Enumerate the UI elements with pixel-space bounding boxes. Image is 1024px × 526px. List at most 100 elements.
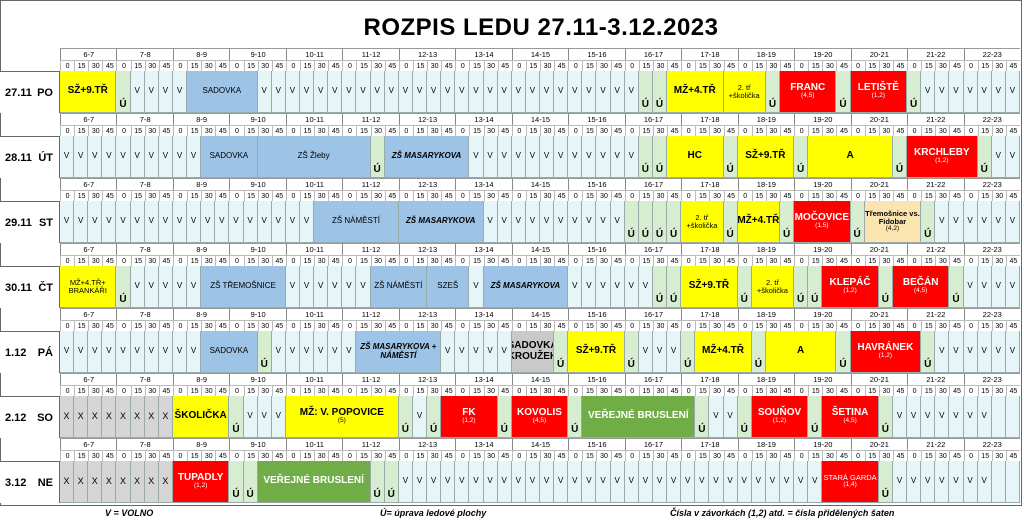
slot-label: Ú	[924, 358, 932, 370]
slot-label: SŽ+9.TŘ	[575, 345, 617, 357]
quarter-label: 45	[271, 450, 286, 461]
slot-label: V	[487, 346, 493, 356]
quarter-label: 30	[88, 450, 103, 461]
free-slot: V	[215, 201, 230, 243]
slot-label: V	[967, 411, 973, 421]
slot-label: V	[685, 476, 691, 486]
slot-label: V	[529, 216, 536, 226]
booking-block: A	[808, 136, 893, 178]
quarter-label: 30	[314, 385, 329, 396]
free-slot: V	[554, 201, 569, 243]
quarter-label: 45	[836, 60, 851, 71]
quarter-label: 30	[370, 320, 385, 331]
quarter-label: 30	[596, 385, 611, 396]
quarter-label: 0	[568, 190, 583, 201]
slot-label: V	[713, 411, 719, 421]
slot-label: V	[995, 346, 1001, 356]
quarter-label: 15	[130, 385, 145, 396]
quarter-label: 45	[441, 320, 456, 331]
free-slot: V	[158, 266, 173, 308]
free-slot: V	[991, 136, 1006, 178]
free-slot: V	[525, 201, 540, 243]
quarter-label: 45	[667, 385, 682, 396]
slot-label: Ú	[232, 488, 240, 500]
quarter-label: 45	[215, 385, 230, 396]
quarter-label: 30	[822, 60, 837, 71]
quarter-label: 45	[780, 255, 795, 266]
maintenance-slot: Ú	[765, 71, 780, 113]
quarter-label: 0	[172, 255, 188, 266]
slot-label: V	[939, 216, 945, 226]
quarter-label: 30	[709, 320, 724, 331]
slot-label: V	[572, 151, 578, 161]
slot-label: X	[120, 410, 127, 421]
booking-block: MOČOVICE(1,5)	[794, 201, 851, 243]
slot-label: SADOVKA	[209, 151, 249, 161]
slot-label: V	[543, 216, 550, 226]
free-slot: V	[935, 461, 950, 503]
hour-label: 12-13	[398, 113, 456, 125]
hour-label: 17-18	[681, 48, 738, 60]
quarter-label: 15	[864, 385, 879, 396]
maintenance-slot: Ú	[497, 396, 512, 438]
slot-label: SŽ+9.TŘ	[688, 280, 730, 292]
free-slot	[1005, 461, 1020, 503]
slot-label: V	[63, 346, 70, 356]
slot-label: Ú	[373, 163, 381, 175]
slot-label: Ú	[881, 293, 889, 305]
quarter-label: 30	[991, 450, 1006, 461]
quarter-label: 15	[751, 320, 766, 331]
booking-block: 2. tř +školička	[751, 266, 795, 308]
free-slot: V	[398, 71, 413, 113]
free-slot: V	[102, 331, 117, 373]
hour-label: 15-16	[568, 438, 625, 450]
slot-label: VEŘEJNÉ BRUSLENÍ	[263, 475, 364, 487]
slot-label: V	[812, 476, 818, 486]
quarter-label: 0	[737, 125, 752, 136]
slot-label: HC	[687, 150, 702, 162]
quarter-label: 45	[892, 125, 908, 136]
slot-label: BEČÁN	[902, 276, 939, 288]
quarter-label: 45	[215, 60, 230, 71]
quarter-label: 0	[850, 385, 865, 396]
slot-label: V	[77, 346, 84, 356]
closed-slot: X	[74, 461, 89, 503]
free-slot: V	[187, 201, 202, 243]
slot-label: V	[586, 216, 592, 226]
quarter-label: 15	[243, 385, 258, 396]
booking-block: MŽ+4.TŘ+ BRANKÁŘI	[60, 266, 117, 308]
quarter-label: 0	[794, 190, 809, 201]
slot-label: ZŠ MASARYKOVA	[405, 216, 476, 226]
free-slot: V	[652, 461, 668, 503]
hour-label: 13-14	[455, 178, 512, 190]
quarter-label: 0	[737, 320, 752, 331]
free-slot: V	[977, 396, 992, 438]
free-slot: V	[172, 201, 188, 243]
free-slot: V	[568, 266, 583, 308]
locker-room-numbers: (1,2)	[462, 417, 476, 425]
hour-label: 21-22	[907, 438, 964, 450]
quarter-label: 45	[328, 190, 343, 201]
quarter-label: 30	[878, 450, 893, 461]
free-slot: V	[935, 331, 950, 373]
quarter-label: 45	[610, 60, 625, 71]
quarter-label: 0	[737, 450, 752, 461]
quarter-label: 45	[949, 385, 964, 396]
quarter-label: 0	[737, 190, 752, 201]
quarter-label: 30	[878, 60, 893, 71]
free-slot: V	[328, 266, 343, 308]
quarter-label: 15	[356, 60, 371, 71]
slot-label: V	[953, 476, 959, 486]
booking-block: SZEŠ	[427, 266, 470, 308]
quarter-label: 30	[88, 60, 103, 71]
free-slot: V	[638, 461, 653, 503]
slot-label: V	[289, 346, 296, 356]
slot-label: V	[63, 216, 70, 226]
free-slot: V	[977, 331, 992, 373]
slot-label: Ú	[669, 293, 678, 305]
quarter-label: 0	[229, 60, 244, 71]
booking-block: HC	[667, 136, 724, 178]
quarter-label: 45	[215, 255, 230, 266]
slot-label: V	[586, 281, 592, 291]
booking-block: ZŠ MASARYKOVA + NÁMĚSTÍ	[356, 331, 442, 373]
